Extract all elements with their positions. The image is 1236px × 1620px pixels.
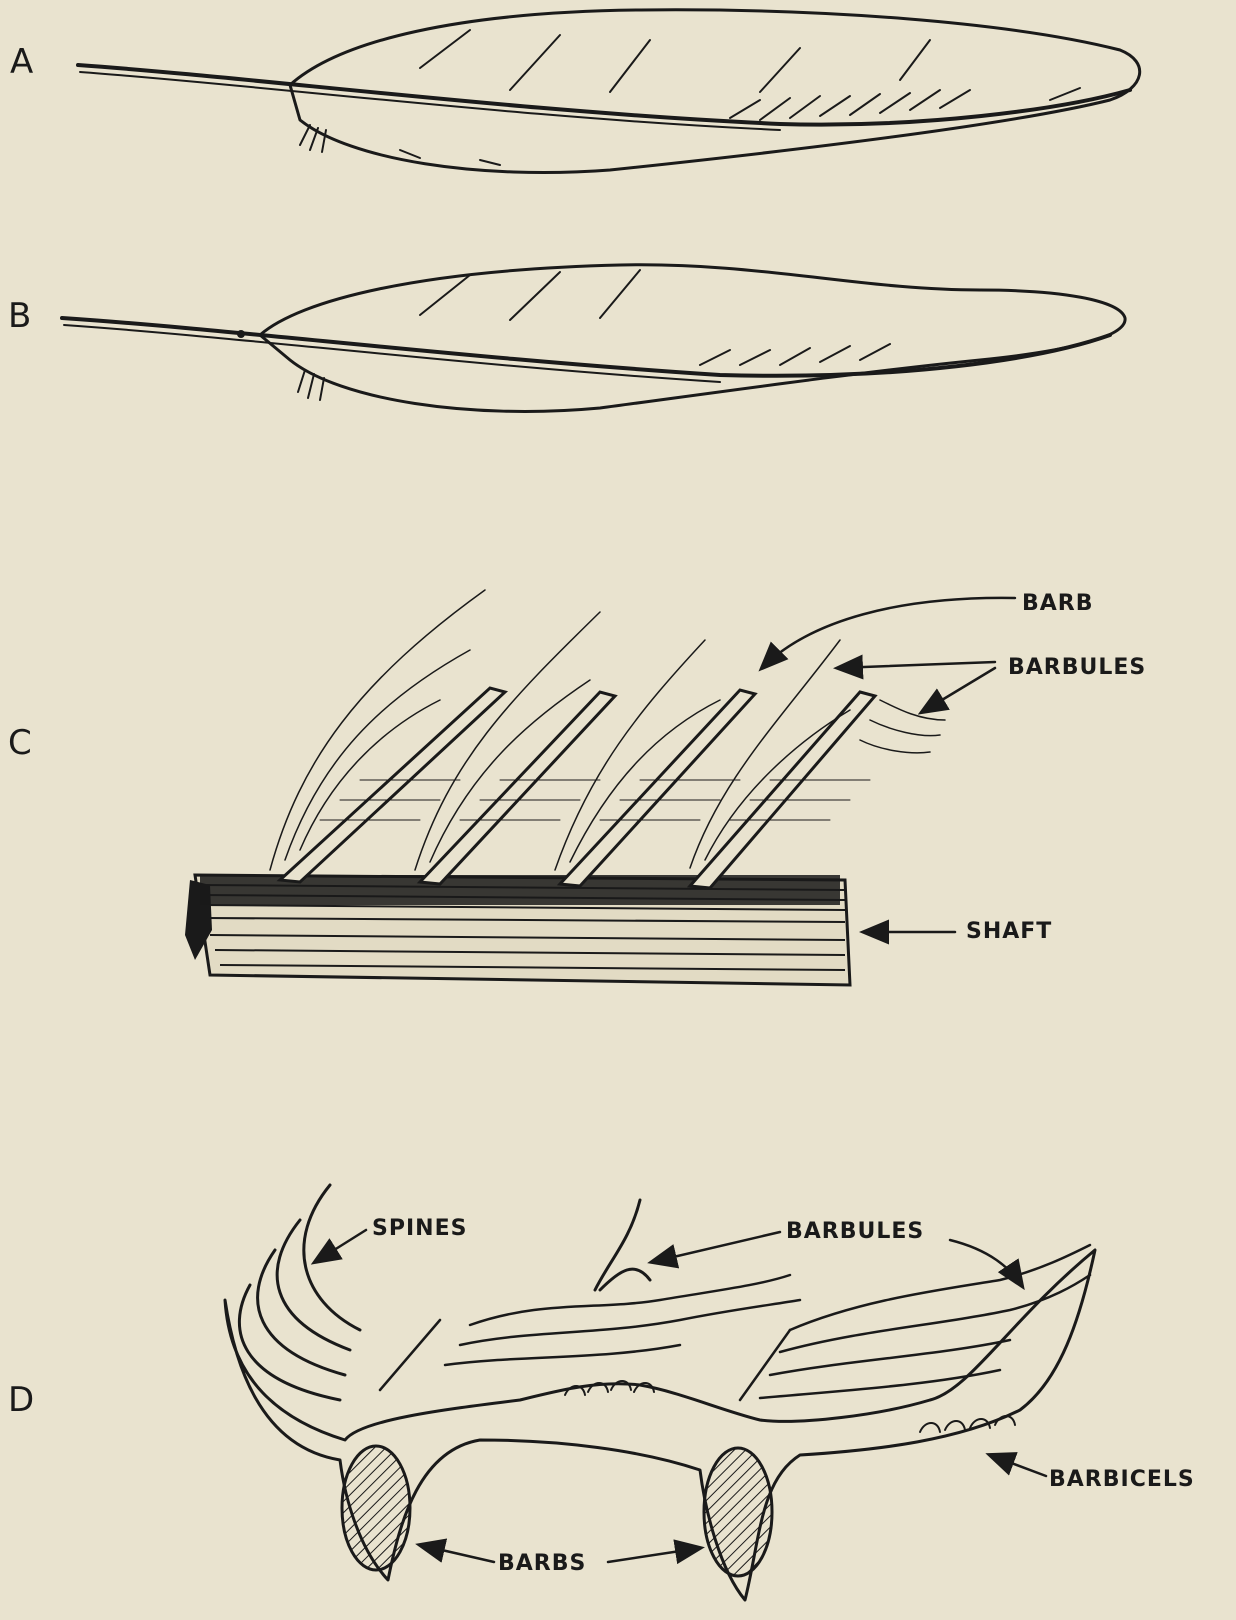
panel-d-barb-cross-section (225, 1185, 1095, 1600)
feather-a (78, 10, 1140, 173)
feather-b (62, 265, 1125, 412)
panel-c-barbs-on-shaft (185, 590, 1015, 985)
